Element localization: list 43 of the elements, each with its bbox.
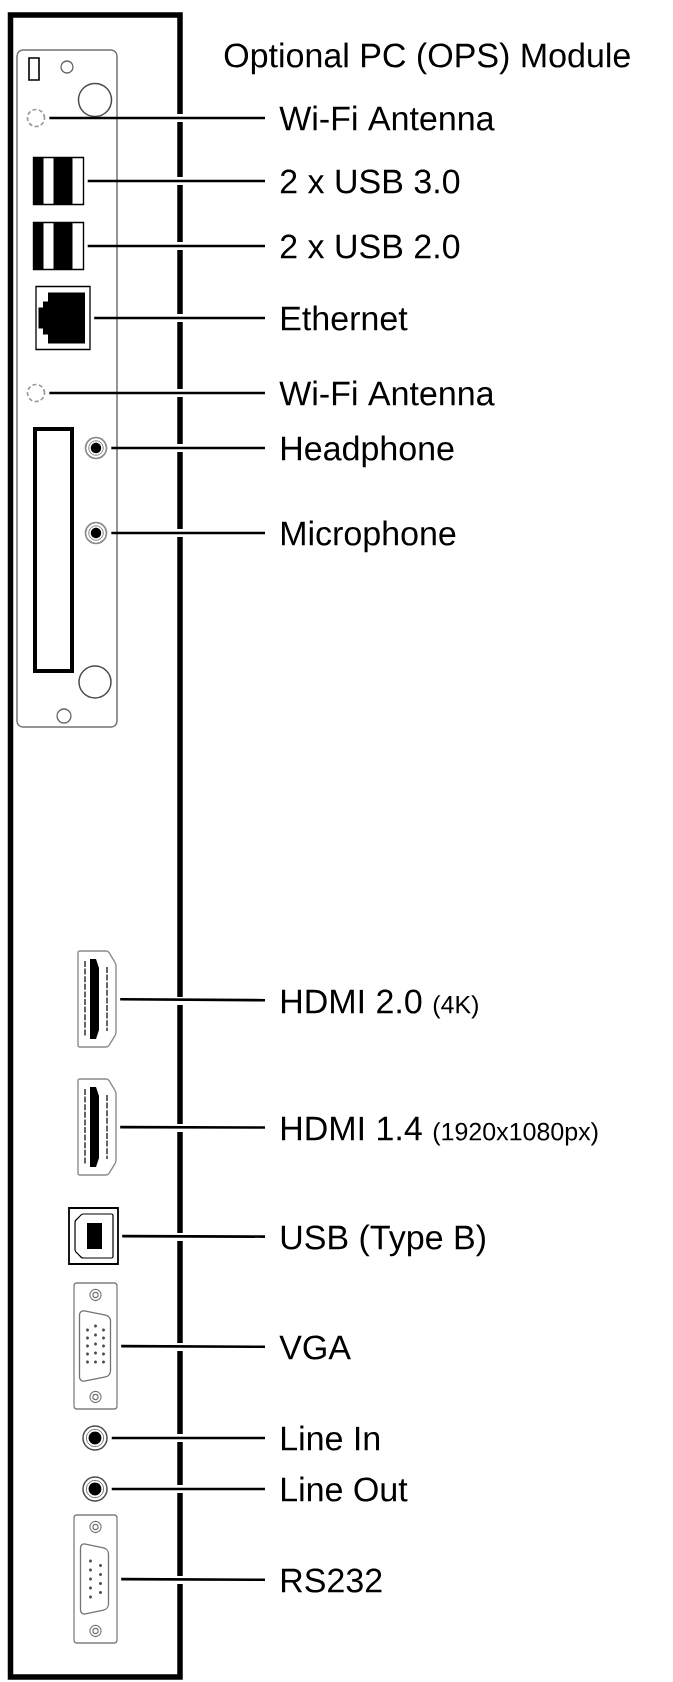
port-label: Headphone: [282, 435, 454, 468]
hdmi-port: [77, 1078, 117, 1176]
port-label: HDMI 1.4 (1920x1080px): [282, 1116, 598, 1146]
usb-b-port: [68, 1207, 119, 1265]
port-label: 2 x USB 3.0: [280, 169, 460, 194]
leader-line: [94, 316, 265, 320]
leader-line: [121, 1577, 265, 1582]
port-label: Wi-Fi Antenna: [279, 105, 495, 131]
port-label: Line In: [282, 1425, 380, 1451]
port-label: RS232: [282, 1568, 382, 1593]
audio-jack: [82, 1425, 108, 1451]
port-label: Line Out: [282, 1476, 408, 1502]
leader-line: [111, 1487, 265, 1491]
usb-port: [32, 221, 85, 271]
leader-line: [49, 116, 265, 120]
leader-line: [111, 446, 265, 450]
module-label: Optional PC (OPS) Module: [224, 42, 630, 75]
antenna-connector: [26, 108, 46, 128]
serial-port: [73, 1514, 118, 1644]
leader-line: [121, 1344, 265, 1349]
hdmi-port: [77, 950, 117, 1048]
leader-line: [111, 1436, 265, 1440]
port-label: Microphone: [282, 520, 456, 553]
antenna-connector: [26, 383, 46, 403]
vga-port: [73, 1282, 118, 1410]
leader-line: [120, 997, 265, 1002]
port-label: 2 x USB 2.0: [280, 234, 460, 259]
port-label: USB (Type B): [281, 1224, 485, 1257]
leader-line: [122, 1234, 265, 1238]
audio-jack: [84, 521, 108, 545]
port-label: Wi-Fi Antenna: [279, 380, 495, 406]
port-label: Ethernet: [282, 305, 408, 331]
leader-line: [87, 244, 265, 248]
port-label: VGA: [279, 1335, 351, 1360]
usb-port: [32, 156, 85, 206]
leader-line: [87, 179, 265, 183]
leader-line: [111, 531, 265, 535]
audio-jack: [84, 436, 108, 460]
ethernet-port: [35, 285, 91, 351]
leader-line: [49, 391, 265, 395]
port-label: HDMI 2.0 (4K): [282, 989, 478, 1019]
leader-line: [120, 1125, 265, 1129]
audio-jack: [82, 1476, 108, 1502]
